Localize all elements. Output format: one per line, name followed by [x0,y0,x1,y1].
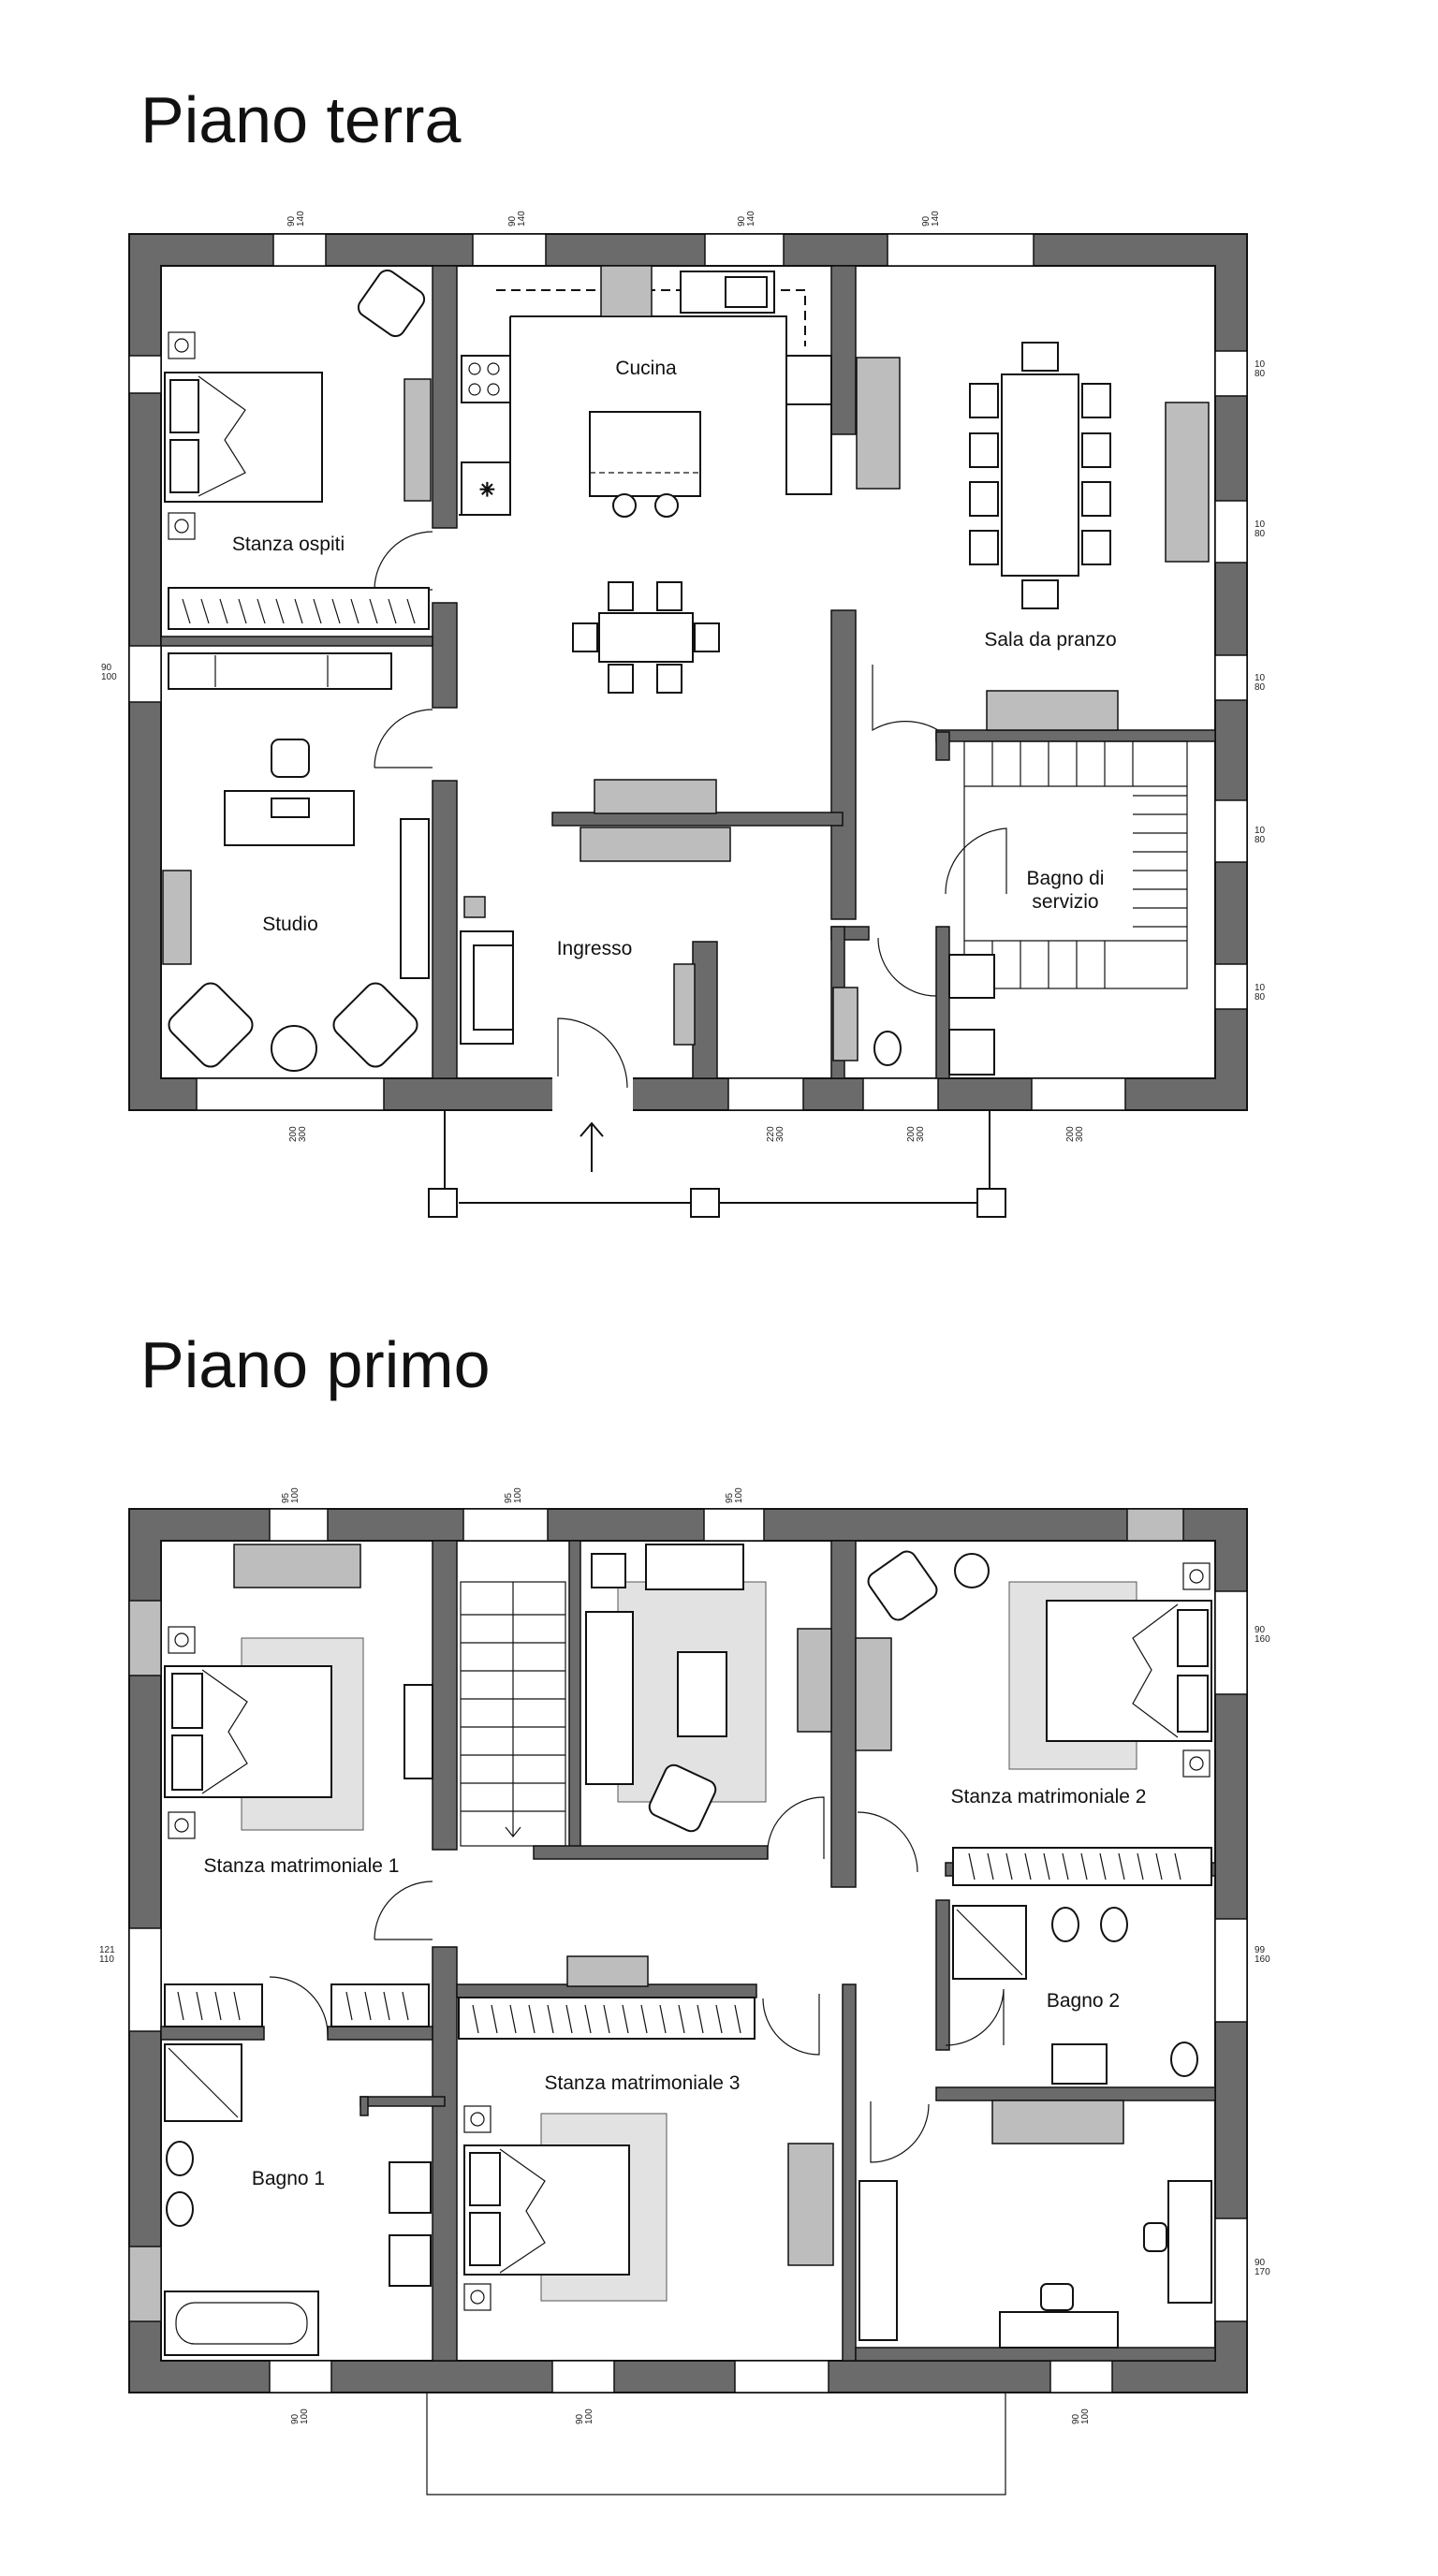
ground-floor-title: Piano terra [140,83,462,156]
dim-label: 90100 [575,2408,594,2424]
dim-label: 200300 [288,1126,308,1142]
kitchen-island [589,411,701,518]
kitchen-counter: ✳ [459,265,833,516]
first-windows [128,1508,1248,2393]
first-doors [269,1796,1005,2163]
guest-bed [164,269,432,630]
upper-study-furniture [858,2100,1212,2349]
dim-label: 90140 [921,211,941,227]
dim-label: 95100 [281,1487,301,1503]
ground-floor-plan: ✳ [101,211,1266,1218]
dim-label: 95100 [725,1487,744,1503]
master-bedroom-2-furniture [855,1550,1212,1886]
dim-label: 90100 [1071,2408,1091,2424]
dim-label: 90100 [290,2408,310,2424]
dim-label: 90140 [507,211,527,227]
hall-console [594,779,717,814]
entrance-sofa [460,896,696,1046]
first-floor-title: Piano primo [140,1328,491,1401]
first-floor-plan: Stanza matrimoniale 1 Stanza matrimonial… [99,1487,1270,2496]
room-label-bagno-2: Bagno 2 [1047,1990,1120,2012]
dim-label: 200300 [906,1126,926,1142]
room-label-stanza-matrimoniale-3: Stanza matrimoniale 3 [545,2072,741,2094]
balcony [426,2393,1006,2496]
dining-table [856,342,1210,731]
master-bedroom-3-furniture [458,1955,834,2311]
living-furniture [585,1544,832,1833]
bath-1-fixtures [164,2043,432,2356]
ground-outer-walls [128,233,1248,1111]
service-bath-fixtures [832,954,995,1076]
hall-bench [580,827,731,862]
dim-label: 200300 [1065,1126,1085,1142]
ground-windows [128,233,1248,1111]
dim-label: 220300 [766,1126,785,1142]
room-label-bagno-di: Bagno di [1027,868,1105,889]
bath-2-fixtures [952,1905,1198,2085]
svg-text:✳: ✳ [479,480,495,501]
room-label-stanza-ospiti: Stanza ospiti [232,534,345,555]
ground-stairs [963,740,1188,989]
room-label-ingresso: Ingresso [557,938,633,959]
dim-label: 95100 [504,1487,523,1503]
room-label-cucina: Cucina [615,358,677,379]
room-label-studio: Studio [262,914,318,935]
entrance-portico [428,1110,1006,1218]
room-label-sala-da-pranzo: Sala da pranzo [984,629,1116,651]
room-label-servizio: servizio [1032,891,1098,913]
ground-inner-walls [160,265,1216,1079]
room-label-stanza-matrimoniale-2: Stanza matrimoniale 2 [951,1786,1147,1808]
first-stairs [460,1581,566,1847]
dim-label: 90140 [737,211,756,227]
master-bedroom-1-furniture [164,1544,433,2027]
ground-doors [374,531,1007,1089]
dim-label: 90140 [286,211,306,227]
room-label-bagno-1: Bagno 1 [252,2168,325,2189]
kitchen-table [572,581,720,694]
room-label-stanza-matrimoniale-1: Stanza matrimoniale 1 [204,1855,400,1877]
study-furniture [162,652,430,1072]
